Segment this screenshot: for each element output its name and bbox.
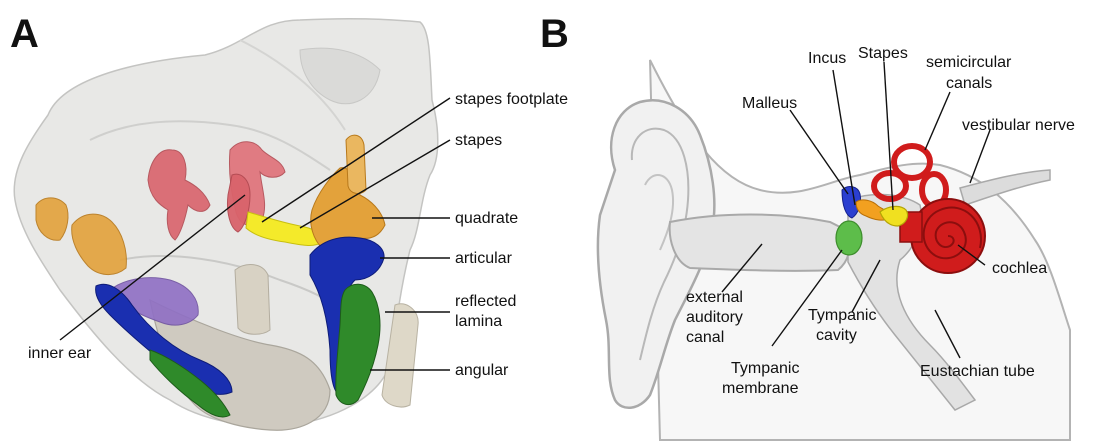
leader-malleus: [790, 110, 848, 194]
label-semicircular-2: canals: [946, 75, 992, 92]
label-incus: Incus: [808, 50, 846, 67]
label-external-3: canal: [686, 329, 724, 346]
label-eustachian: Eustachian tube: [920, 363, 1035, 380]
tympanic-membrane-shape: [836, 221, 862, 255]
panel-b-letter: B: [540, 12, 569, 56]
label-inner-ear: inner ear: [28, 345, 92, 362]
label-quadrate: quadrate: [455, 210, 518, 227]
label-tympanic-cavity-2: cavity: [816, 327, 857, 344]
panel-a-letter: A: [10, 12, 39, 56]
label-external-2: auditory: [686, 309, 743, 326]
ear-canal: [670, 215, 851, 271]
label-stapes-b: Stapes: [858, 45, 908, 62]
label-angular: angular: [455, 362, 509, 379]
label-reflected: reflected: [455, 293, 516, 310]
label-tympanic-membrane-2: membrane: [722, 380, 799, 397]
label-external-1: external: [686, 289, 743, 306]
label-malleus: Malleus: [742, 95, 797, 112]
label-tympanic-cavity-1: Tympanic: [808, 307, 876, 324]
label-tympanic-membrane-1: Tympanic: [731, 360, 799, 377]
label-stapes: stapes: [455, 132, 502, 149]
label-cochlea: cochlea: [992, 260, 1047, 277]
label-semicircular-1: semicircular: [926, 54, 1012, 71]
leader-semicircular: [925, 92, 950, 150]
label-stapes-footplate: stapes footplate: [455, 91, 568, 108]
label-articular: articular: [455, 250, 513, 267]
jaw-post: [235, 265, 270, 335]
panel-b: B: [540, 12, 1075, 440]
leader-vestibular: [970, 130, 990, 183]
label-vestibular-nerve: vestibular nerve: [962, 117, 1075, 134]
panel-a: A: [10, 12, 568, 430]
label-lamina: lamina: [455, 313, 502, 330]
